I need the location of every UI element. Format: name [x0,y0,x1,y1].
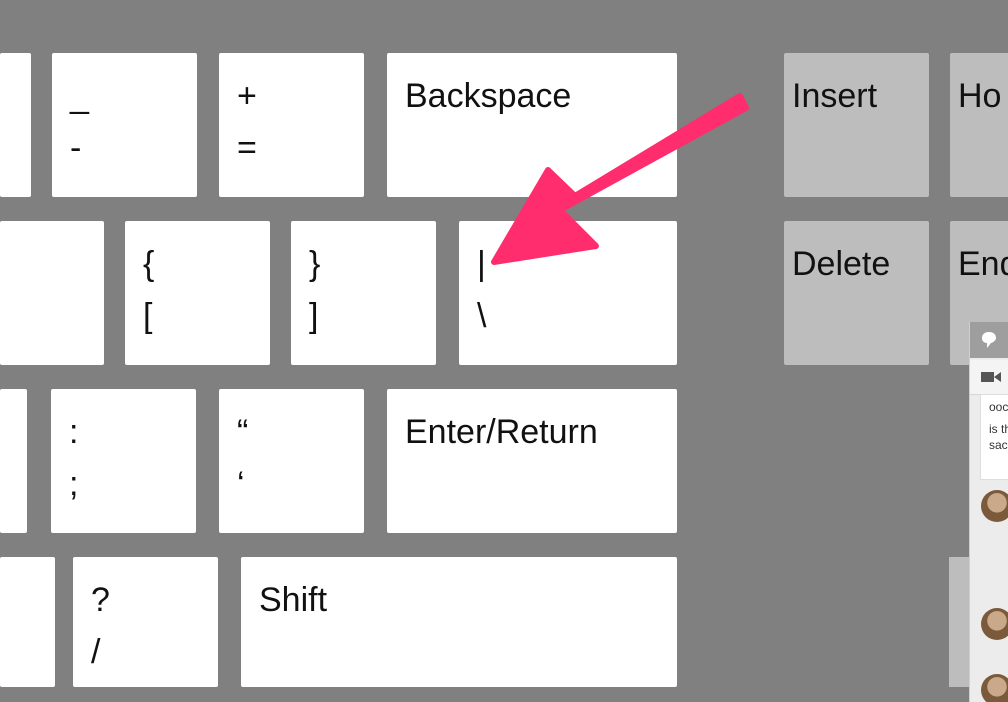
chat-toolbar [970,360,1008,395]
key-label-shift: : [69,413,79,451]
chat-header[interactable] [970,322,1008,358]
key-label-base: ‘ [237,465,245,503]
chat-bubble-icon [982,332,996,348]
key-label-base: / [91,633,101,671]
key-equals[interactable]: + = [219,53,364,197]
key-label-base: ; [69,465,79,503]
chat-message: ooc is th sac [980,394,1008,480]
chat-message-line: is th [989,422,1008,437]
key-enter[interactable]: Enter/Return [387,389,677,533]
key-label: Shift [259,581,328,619]
key-partial-row1[interactable] [0,53,31,197]
key-label: Backspace [405,77,572,115]
key-home[interactable]: Ho [950,53,1008,197]
key-label-shift: { [143,245,155,283]
key-partial-row3[interactable] [0,389,27,533]
key-label-shift: | [477,245,486,283]
key-bracket-right[interactable]: } ] [291,221,436,365]
key-minus[interactable]: _ - [52,53,197,197]
key-label: Insert [792,77,878,115]
avatar[interactable] [981,490,1008,522]
chat-message-line: ooc [989,400,1008,414]
video-call-icon[interactable] [980,369,1002,385]
avatar[interactable] [981,608,1008,640]
key-delete[interactable]: Delete [784,221,929,365]
key-label-base: [ [143,297,153,335]
key-label-shift: _ [70,77,89,115]
key-quote[interactable]: “ ‘ [219,389,364,533]
key-label-shift: “ [237,413,249,451]
key-label-base: ] [309,297,319,335]
key-backspace[interactable]: Backspace [387,53,677,197]
key-label: Delete [792,245,891,283]
key-label-base: - [70,129,82,167]
key-label: End [958,245,1008,283]
key-bracket-left[interactable]: { [ [125,221,270,365]
key-label-shift: ? [91,581,110,619]
key-partial-row2[interactable] [0,221,104,365]
key-label: Enter/Return [405,413,598,451]
key-partial-row4[interactable] [0,557,55,687]
key-label-base: \ [477,297,487,335]
key-partial-nav [949,557,971,687]
key-slash[interactable]: ? / [73,557,218,687]
chat-message-line: sac [989,438,1008,453]
key-shift[interactable]: Shift [241,557,677,687]
key-label-shift: } [309,245,321,283]
key-insert[interactable]: Insert [784,53,929,197]
key-label: Ho [958,77,1002,115]
annotation-arrow-icon [491,93,749,265]
key-semicolon[interactable]: : ; [51,389,196,533]
key-label-base: = [237,129,257,167]
key-label-shift: + [237,77,257,115]
